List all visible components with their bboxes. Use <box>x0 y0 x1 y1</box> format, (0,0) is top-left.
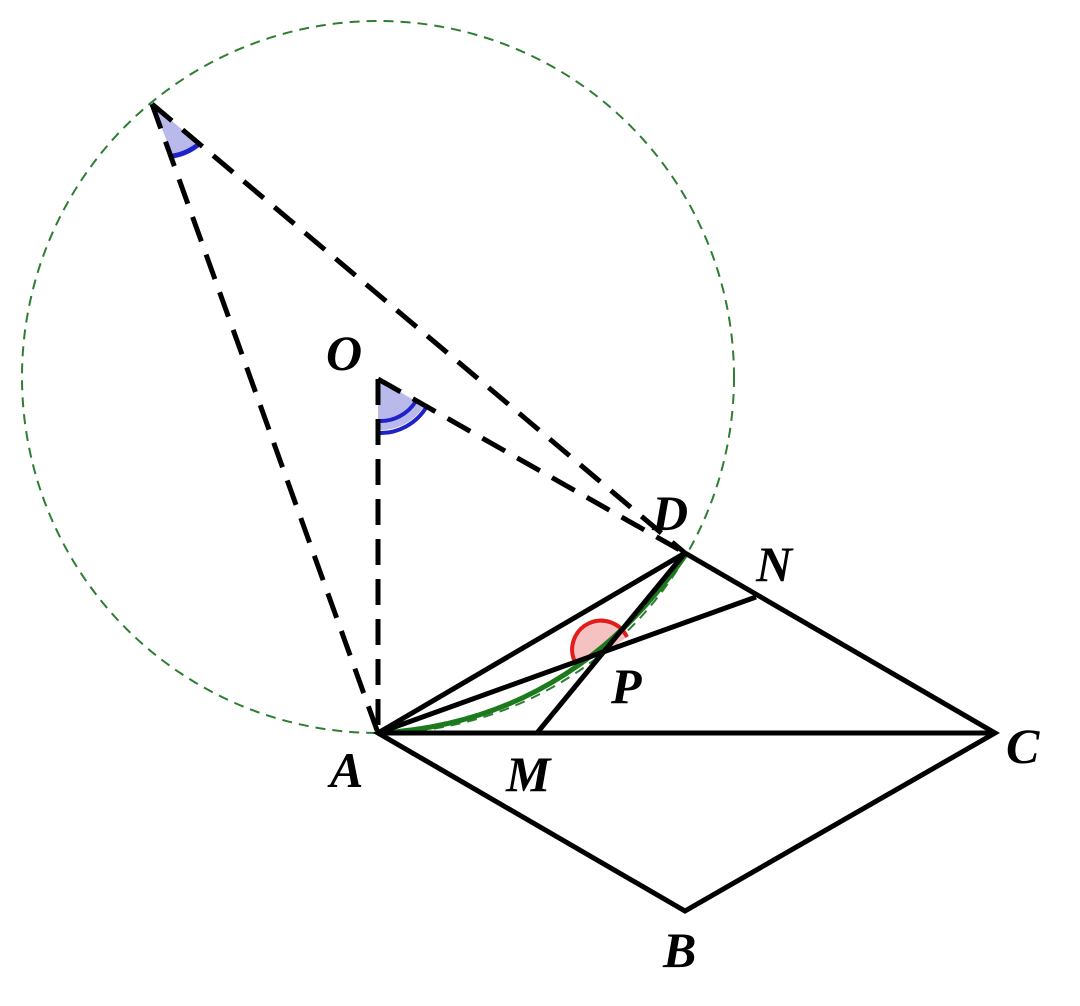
segment-o-d <box>376 376 687 556</box>
label-d: D <box>651 485 688 541</box>
segment-top-d <box>150 102 687 555</box>
circle-through-a-d <box>21 20 735 734</box>
label-n: N <box>755 536 794 592</box>
label-m: M <box>505 746 552 802</box>
label-a: A <box>327 742 363 798</box>
label-p: P <box>610 658 642 714</box>
label-c: C <box>1006 718 1040 774</box>
central-angle-arc-inner <box>377 399 418 424</box>
dashed-segments <box>149 102 687 734</box>
angle-apd-marker <box>572 620 627 662</box>
central-angle-arc-outer <box>377 404 429 436</box>
segment-dm <box>535 551 687 735</box>
segment-an <box>377 594 757 736</box>
locus-arc-a-d <box>379 551 690 736</box>
segment-top-a <box>149 103 381 734</box>
central-angle-marker <box>378 379 424 431</box>
label-o: O <box>326 325 362 381</box>
label-b: B <box>662 922 696 978</box>
angle-apd-arc <box>570 618 629 663</box>
solid-segments <box>373 550 1000 914</box>
